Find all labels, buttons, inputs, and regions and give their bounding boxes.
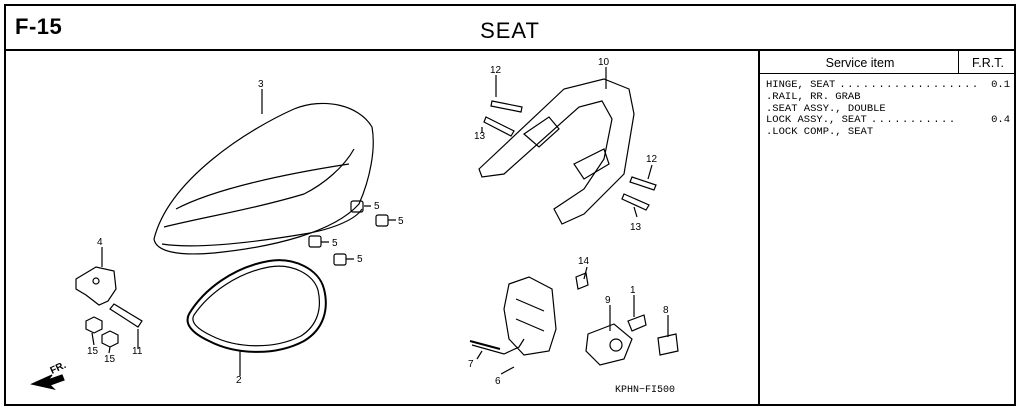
lock-bolt-drawing [575,272,589,290]
service-item-heading: Service item [825,56,895,70]
service-row: .RAIL, RR. GRAB [766,90,1010,104]
page-frame: F-15 SEAT Service item F.R.T. HINGE, SEA… [4,4,1016,406]
exploded-parts-diagram: 3 10 12 13 12 13 5 5 5 5 4 14 9 1 8 15 1… [30,57,679,396]
callout-1: 1 [630,285,636,296]
seat-damper-drawing [333,253,347,266]
rail-bolt-drawing [483,116,515,137]
callout-13: 13 [474,131,486,142]
section-code: F-15 [15,14,63,39]
service-rows: HINGE, SEAT.................. 0.1 .RAIL, … [760,74,1014,139]
service-row: .LOCK COMP., SEAT [766,126,1010,139]
service-row-label: .LOCK COMP., SEAT [766,126,874,139]
callout-10: 10 [598,57,610,68]
page-title: SEAT [480,18,540,43]
callout-12: 12 [646,154,658,165]
callout-5: 5 [374,201,380,212]
callout-2: 2 [236,375,242,386]
service-row-frt: 0.1 [991,79,1010,91]
service-row: LOCK ASSY., SEAT........... 0.4 [766,115,1010,127]
header-divider [958,51,959,73]
nut-drawing [101,330,119,348]
seat-damper-drawing [375,214,389,227]
seat-hinge-drawing [75,266,117,306]
rail-bolt-drawing [621,193,650,211]
callout-6: 6 [495,376,501,387]
frt-heading: F.R.T. [972,56,1004,70]
callout-3: 3 [258,79,264,90]
leader-dots: ........... [870,115,957,127]
service-table-header: Service item F.R.T. [760,51,1014,74]
column-divider [758,51,760,404]
service-row-frt: 0.4 [991,114,1010,127]
key-cover-drawing [657,333,679,356]
callout-15: 15 [87,346,99,357]
seat-gasket-drawing [186,259,327,353]
callout-4: 4 [97,237,103,248]
service-row-label: .RAIL, RR. GRAB [766,90,861,103]
callout-11: 11 [132,346,143,357]
service-row-label: .SEAT ASSY., DOUBLE [766,102,886,115]
grab-rail-drawing [478,78,635,225]
leader-dots: .................. [839,80,980,91]
callout-5: 5 [398,216,404,227]
front-marker-label: FR. [49,360,68,377]
service-row-label: HINGE, SEAT [766,79,836,91]
callout-13: 13 [630,222,642,233]
page-header: F-15 SEAT [6,6,1014,51]
rail-bolt-drawing [490,100,523,113]
nut-drawing [85,316,103,334]
service-table: Service item F.R.T. HINGE, SEAT.........… [760,51,1014,139]
seat-lock-drawing [503,276,557,356]
clip-drawing [627,314,647,332]
catalog-code: KPHN−FI500 [615,385,675,396]
lock-cylinder-drawing [585,323,633,366]
service-row-label: LOCK ASSY., SEAT [766,114,867,127]
seat-drawing [153,102,374,255]
callout-12: 12 [490,65,502,76]
service-row: HINGE, SEAT.................. 0.1 [766,79,1010,92]
service-row: .SEAT ASSY., DOUBLE [766,102,1010,116]
callout-5: 5 [357,254,363,265]
callout-9: 9 [605,295,611,306]
hinge-bolt-drawing [109,303,143,328]
callout-14: 14 [578,256,590,267]
rail-bolt-drawing [629,176,657,191]
callout-8: 8 [663,305,669,316]
seat-damper-drawing [350,200,364,213]
callout-7: 7 [468,359,474,370]
seat-damper-drawing [308,235,322,248]
lock-cable-drawing [471,338,525,355]
callout-15: 15 [104,354,116,365]
front-arrow-icon [30,374,65,391]
callout-5: 5 [332,238,338,249]
